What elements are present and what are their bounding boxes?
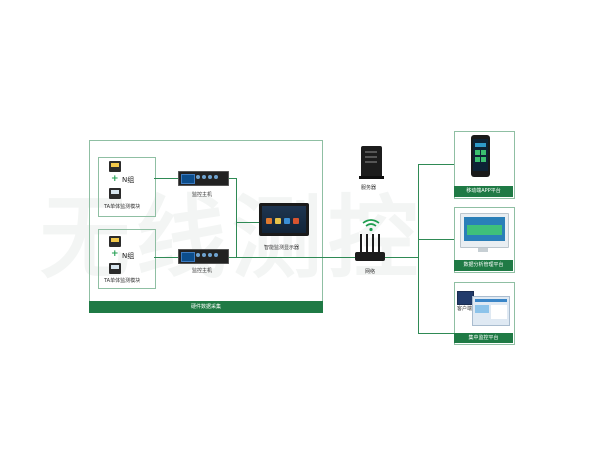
n-group-label: N组: [122, 176, 135, 184]
platform-label: 数据分析管理平台: [454, 260, 513, 271]
display-label: 智能监测显示器: [264, 245, 300, 251]
mobile-phone-icon: [471, 135, 490, 177]
platform-card-central: [454, 282, 515, 345]
connector-line: [236, 178, 237, 258]
router-icon: [355, 234, 387, 264]
n-group-label: N组: [122, 252, 135, 260]
wifi-icon: [362, 219, 380, 232]
monitor-module-icon: [109, 188, 121, 199]
connector-line: [418, 164, 419, 333]
connector-line: [154, 178, 178, 179]
server-icon: [361, 146, 382, 178]
monitor-host-icon: [178, 171, 229, 186]
connector-line: [418, 164, 454, 165]
server-label: 服务器: [361, 185, 377, 191]
module-group-top: [98, 157, 156, 217]
background-watermark: 无线测控: [40, 186, 424, 291]
plus-sign: +: [111, 174, 119, 184]
connector-line: [154, 257, 178, 258]
connector-line: [236, 257, 309, 258]
monitor-module-icon: [109, 236, 121, 247]
client-label: 客户端: [456, 305, 474, 312]
monitor-module-icon: [109, 161, 121, 172]
router-label: 网络: [365, 269, 376, 275]
smart-display-icon: [259, 203, 309, 236]
connector-line: [236, 222, 259, 223]
connector-line: [418, 239, 454, 240]
module-label: TA单体监测模块: [104, 278, 141, 284]
connector-line: [418, 333, 454, 334]
monitor-icon: [460, 213, 509, 248]
connector-line: [229, 257, 236, 258]
platform-card-analysis: [454, 207, 515, 273]
connector-line: [229, 178, 236, 179]
hardware-collection-label: 硬件数据采集: [89, 301, 323, 313]
plus-sign: +: [111, 249, 119, 259]
dashboard-screenshot: [472, 296, 510, 326]
monitor-host-label: 监控主机: [192, 192, 213, 198]
module-label: TA单体监测模块: [104, 204, 141, 210]
platform-card-mobile: [454, 131, 515, 199]
platform-label: 集中监控平台: [454, 333, 513, 343]
monitor-host-label: 监控主机: [192, 268, 213, 274]
platform-label: 移动端APP平台: [454, 186, 513, 197]
monitor-host-icon: [178, 249, 229, 264]
module-group-bottom: [98, 229, 156, 289]
monitor-module-icon: [109, 263, 121, 274]
